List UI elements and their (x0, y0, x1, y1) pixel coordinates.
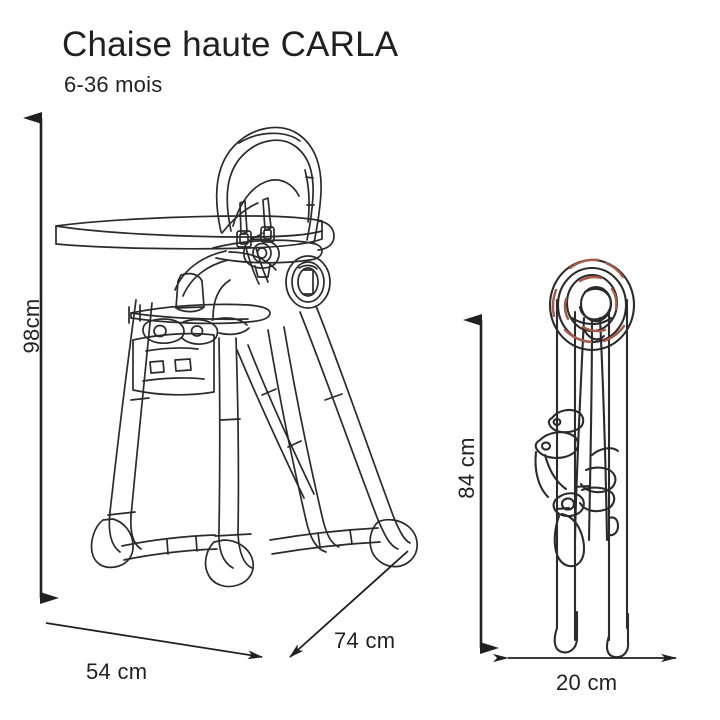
dimension-label-width-open: 74 cm (334, 628, 396, 653)
dimension-arrow-width-open (289, 550, 409, 658)
dimension-arrows (23, 112, 499, 654)
dimension-label-depth: 54 cm (86, 659, 148, 684)
high-chair-open-illustration (55, 126, 418, 588)
high-chair-folded-illustration (534, 258, 636, 659)
accent-marks (551, 258, 626, 344)
dimension-arrow-depth (45, 622, 263, 660)
page-title: Chaise haute CARLA (62, 25, 399, 64)
dimension-arrows-thin (45, 550, 677, 663)
dimension-label-height-folded: 84 cm (454, 437, 479, 499)
dimension-label-width-folded: 20 cm (556, 670, 618, 695)
age-range-subtitle: 6-36 mois (64, 72, 163, 97)
dimension-label-height-open: 98cm (19, 298, 44, 354)
